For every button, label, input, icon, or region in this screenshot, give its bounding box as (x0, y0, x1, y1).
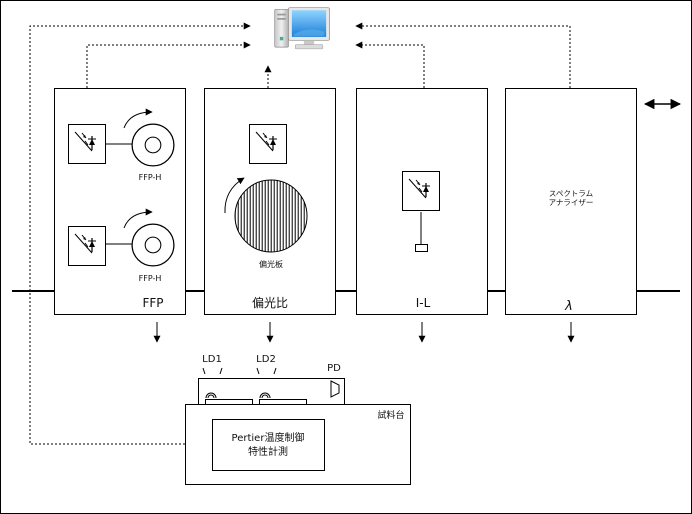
sample-stage-label: 試料台 (377, 409, 404, 421)
polarization-module-label: 偏光比 (252, 295, 288, 310)
polarization-detector-icon (249, 124, 287, 164)
ld1-label: LD1 (202, 354, 222, 365)
test-stage-assembly: LD1 LD2 PD 試料台 Pertier温度制御 特性計測 (185, 354, 411, 485)
il-sensor-head (415, 244, 428, 252)
polarizer-label: 偏光板 (259, 259, 283, 269)
ffp-top-motor-icon (131, 123, 175, 167)
controller-line1: Pertier温度制御 (232, 431, 305, 444)
ffp-bottom-motor-label: FFP-H (139, 274, 162, 283)
ffp-module: FFP-H FFP-H FFP (54, 88, 186, 315)
polarizer-disk-icon (234, 179, 308, 253)
ld2-label: LD2 (256, 354, 276, 365)
temperature-controller-box (212, 419, 325, 471)
analyzer-label-line2: アナライザー (549, 198, 594, 207)
polarization-module: 偏光板 偏光比 (204, 88, 336, 315)
module-down-arrows (153, 322, 575, 343)
photodetector-icon (330, 380, 340, 398)
spectrum-module: スペクトラム アナライザー λ (505, 88, 637, 315)
ffp-bottom-motor-icon (131, 223, 175, 267)
ffp-top-motor-label: FFP-H (139, 173, 162, 182)
il-module-label: I-L (416, 296, 431, 310)
ffp-bottom-detector-icon (68, 226, 106, 266)
pd-label: PD (327, 363, 341, 374)
analyzer-label-line1: スペクトラム (549, 189, 593, 198)
il-detector-icon (402, 170, 440, 212)
ffp-top-detector-icon (68, 124, 106, 164)
controller-line2: 特性計測 (248, 445, 288, 458)
ffp-module-label: FFP (142, 296, 163, 310)
spectrum-module-label: λ (564, 299, 573, 314)
il-module: I-L (356, 88, 488, 315)
